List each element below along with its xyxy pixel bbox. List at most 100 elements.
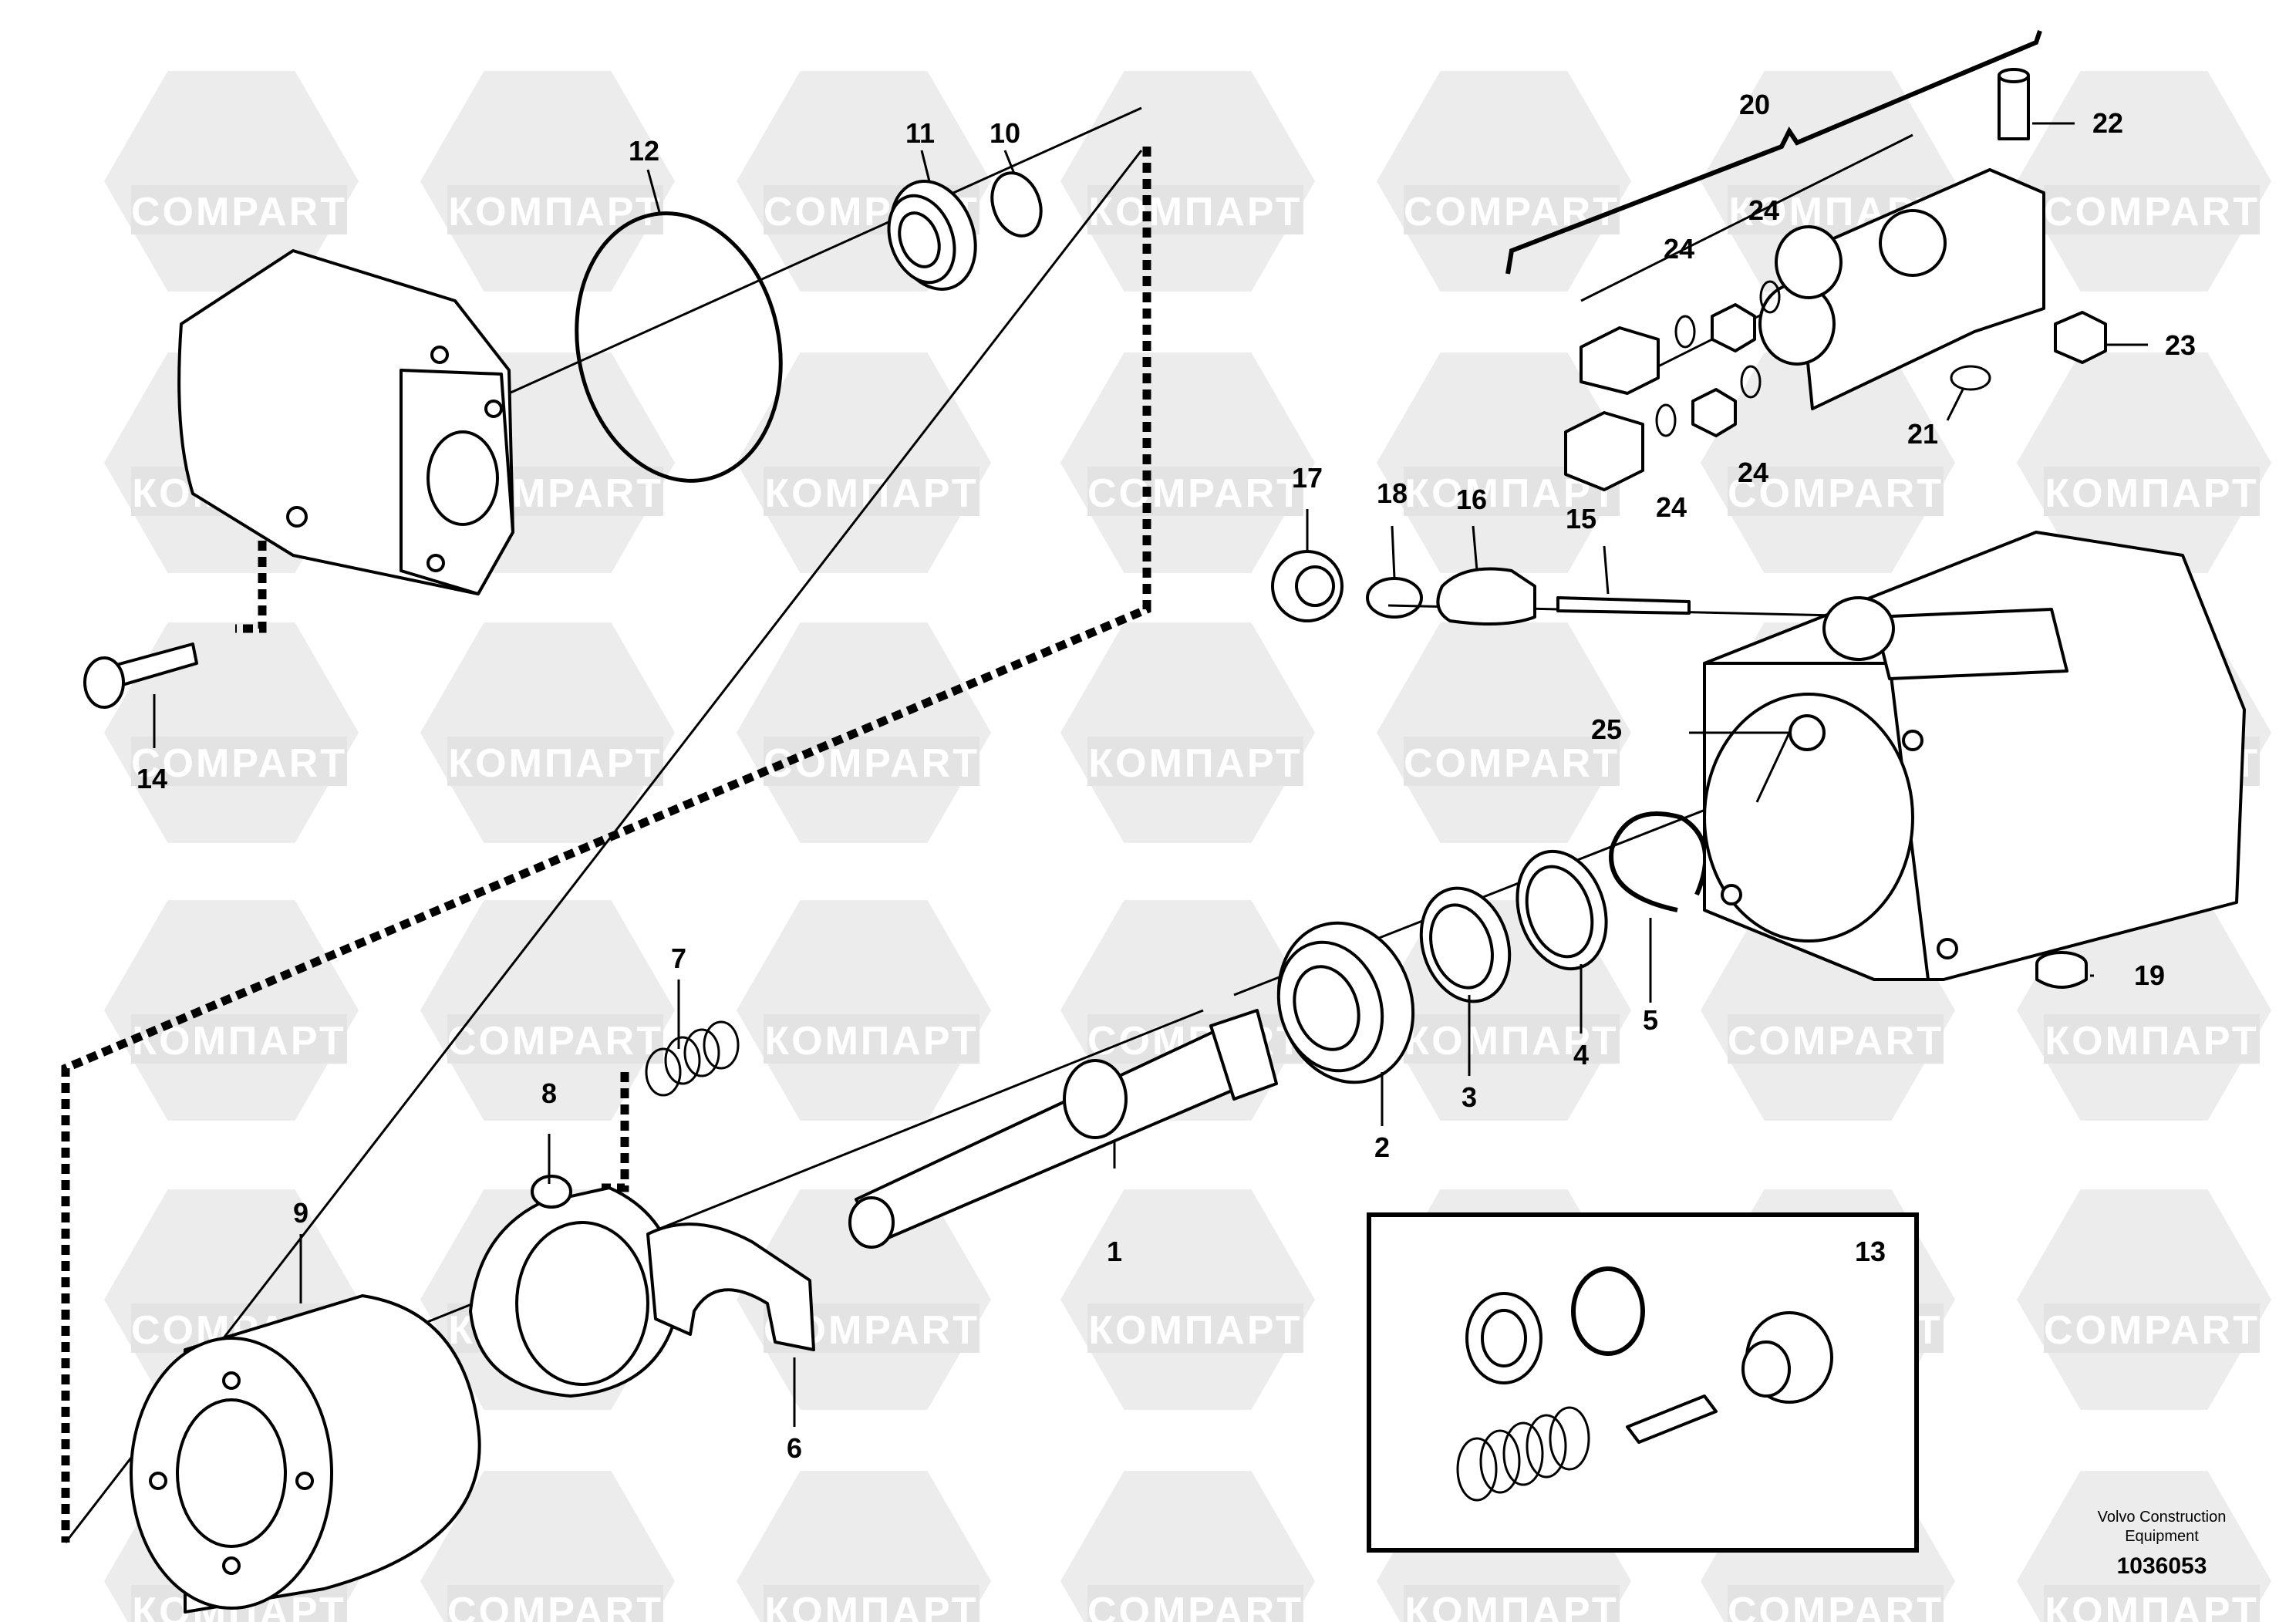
callout-6: 6 xyxy=(787,1432,802,1464)
watermark-band xyxy=(764,1585,979,1622)
pin-15 xyxy=(1556,596,1691,615)
inset-kit-13-parts xyxy=(1456,1266,1833,1502)
watermark-band xyxy=(447,737,663,786)
watermark-text: КОМПАРТ xyxy=(2045,1590,2258,1622)
watermark-hexagon xyxy=(420,900,675,1121)
callout-19: 19 xyxy=(2134,959,2165,991)
footer-drawing-number: 1036053 xyxy=(2117,1553,2207,1579)
plug-19 xyxy=(2035,951,2088,989)
watermark-text: КОМПАРТ xyxy=(448,741,662,786)
footer-company-line1: Volvo Construction xyxy=(2098,1509,2227,1526)
watermark-band xyxy=(1404,185,1620,234)
callout-22: 22 xyxy=(2092,107,2123,139)
callout-1: 1 xyxy=(1107,1236,1122,1267)
o-ring-12 xyxy=(575,211,783,483)
ring-3 xyxy=(1419,886,1512,1003)
watermark-text: COMPART xyxy=(131,741,347,786)
watermark-hexagon xyxy=(737,1471,991,1622)
watermark-hexagon xyxy=(2017,1471,2271,1622)
watermark-hexagon xyxy=(1060,1471,1315,1622)
callout-2: 2 xyxy=(1374,1131,1390,1163)
watermark-hexagon xyxy=(420,622,675,843)
watermark-hexagon xyxy=(1377,352,1631,573)
watermark-band xyxy=(1404,1585,1620,1622)
watermark-hexagon xyxy=(1060,352,1315,573)
callout-labels: 1 2 3 4 5 6 7 8 9 10 11 12 13 14 15 16 1… xyxy=(137,89,2196,1464)
watermark-text: COMPART xyxy=(447,1019,663,1064)
callout-20: 20 xyxy=(1739,89,1770,120)
callout-10: 10 xyxy=(990,117,1020,149)
cylinder-block-9 xyxy=(130,1294,481,1614)
watermark-band xyxy=(2044,1014,2260,1064)
watermark-text: COMPART xyxy=(1404,190,1620,234)
front-cover-housing xyxy=(177,249,514,595)
watermark-text: COMPART xyxy=(1404,741,1620,786)
watermark-hexagon xyxy=(2017,1189,2271,1410)
watermark-hexagon xyxy=(1701,352,1955,573)
watermark-hexagon xyxy=(1377,71,1631,292)
watermark-text: КОМПАРТ xyxy=(448,190,662,234)
watermark-text: COMPART xyxy=(1728,1590,1944,1622)
o-ring-21 xyxy=(1950,365,1991,391)
inset-kit-13-frame xyxy=(1367,1212,1919,1553)
watermark-text: КОМПАРТ xyxy=(2045,1019,2258,1064)
callout-7: 7 xyxy=(671,943,686,974)
watermark-band xyxy=(131,185,347,234)
watermark-band xyxy=(1728,1014,1944,1064)
ring-10 xyxy=(990,171,1043,238)
bolt-14 xyxy=(83,642,198,709)
watermark-hexagon xyxy=(2017,352,2271,573)
footer-company-line2: Equipment xyxy=(2125,1528,2199,1545)
watermark-hexagon xyxy=(1060,622,1315,843)
callout-25: 25 xyxy=(1591,713,1622,745)
watermark-band xyxy=(447,1014,663,1064)
watermark-band xyxy=(1728,467,1944,516)
watermark-hexagon xyxy=(2017,71,2271,292)
callout-24-b: 24 xyxy=(1748,194,1779,226)
watermark-hexagon xyxy=(737,1189,991,1410)
watermark-band xyxy=(2044,185,2260,234)
drawing-footer: Volvo Construction Equipment 1036053 xyxy=(2098,1509,2227,1579)
callout-14: 14 xyxy=(137,763,167,794)
callout-24-d: 24 xyxy=(1738,457,1768,488)
callout-17: 17 xyxy=(1292,462,1323,494)
watermark-hexagon xyxy=(1060,1189,1315,1410)
watermark-text: COMPART xyxy=(2044,1308,2260,1353)
watermark-text: COMPART xyxy=(2044,190,2260,234)
callout-24-c: 24 xyxy=(1656,491,1687,523)
watermark-hexagon xyxy=(737,900,991,1121)
callout-3: 3 xyxy=(1462,1081,1477,1113)
watermark-band xyxy=(447,1585,663,1622)
watermark-hexagon xyxy=(1377,622,1631,843)
watermark-text: КОМПАРТ xyxy=(1088,1308,1302,1353)
plug-17 xyxy=(1271,550,1344,622)
watermark-hexagon xyxy=(737,352,991,573)
pump-body xyxy=(1703,531,2246,981)
callout-13: 13 xyxy=(1855,1236,1886,1267)
callout-24-a: 24 xyxy=(1664,233,1694,265)
callout-16: 16 xyxy=(1456,484,1487,515)
callout-15: 15 xyxy=(1566,503,1596,534)
watermark-text: COMPART xyxy=(764,741,979,786)
watermark-text: КОМПАРТ xyxy=(1404,1590,1618,1622)
callout-23: 23 xyxy=(2165,329,2196,361)
seal-4 xyxy=(1515,849,1608,971)
watermark-hexagon xyxy=(420,71,675,292)
callout-18: 18 xyxy=(1377,477,1408,509)
callout-5: 5 xyxy=(1643,1004,1658,1036)
watermark-band xyxy=(1404,737,1620,786)
watermark-text: COMPART xyxy=(1728,471,1944,516)
watermark-band xyxy=(1404,1014,1620,1064)
watermark-text: COMPART xyxy=(131,190,347,234)
watermark-band xyxy=(1087,185,1303,234)
fittings-24 xyxy=(1564,280,1781,491)
watermark-hexagon xyxy=(737,622,991,843)
watermark-text: КОМПАРТ xyxy=(764,471,978,516)
watermark-band xyxy=(2044,467,2260,516)
watermark-band xyxy=(1087,737,1303,786)
watermark-text: КОМПАРТ xyxy=(764,1019,978,1064)
valve-block-20 xyxy=(1758,168,2045,410)
callout-leaders xyxy=(153,122,2148,1427)
watermark-band xyxy=(1087,1303,1303,1353)
